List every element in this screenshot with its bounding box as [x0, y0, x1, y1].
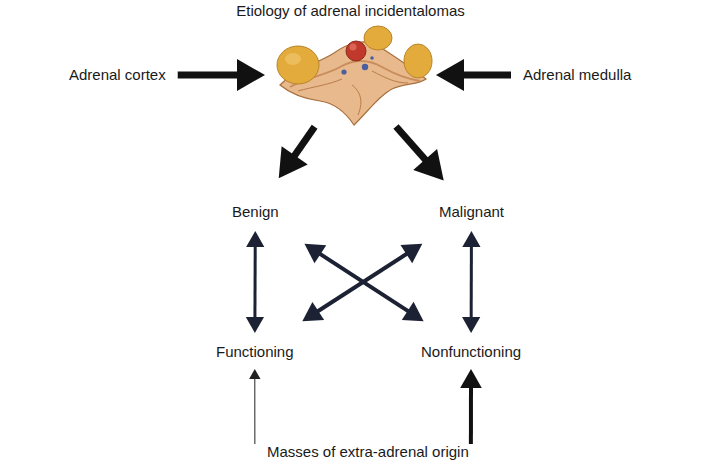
arrow-head: [462, 317, 480, 333]
arrow-shaft: [469, 387, 473, 444]
double-arrow: [302, 244, 422, 322]
arrow-connector: [279, 127, 315, 179]
arrow-head: [302, 302, 324, 321]
arrow-head: [462, 231, 480, 247]
arrow-connector: [178, 59, 265, 91]
arrow-connector: [436, 59, 511, 91]
arrow-connector: [460, 369, 482, 444]
diagram-heading: Etiology of adrenal incidentalomas: [236, 2, 464, 20]
arrow-connector: [249, 369, 260, 444]
double-arrow: [462, 231, 480, 333]
arrow-shaft: [317, 254, 407, 312]
arrow-head: [279, 146, 308, 178]
arrow-head: [304, 244, 326, 263]
category-label: Functioning: [216, 343, 294, 361]
source-label: Adrenal medulla: [523, 66, 631, 84]
arrow-head: [402, 302, 424, 321]
arrow-head: [400, 244, 422, 263]
arrow-head: [237, 59, 265, 91]
node-text: Masses of extra-adrenal origin: [267, 443, 469, 461]
arrow-shaft: [253, 246, 256, 318]
arrow-shaft: [254, 378, 255, 444]
source-label: Masses of extra-adrenal origin: [267, 443, 469, 461]
arrow-head: [460, 369, 482, 388]
node-text: Malignant: [439, 203, 504, 221]
arrow-connector: [396, 126, 444, 180]
node-text: Nonfunctioning: [421, 343, 521, 361]
node-text: Benign: [232, 203, 279, 221]
arrow-shaft: [178, 72, 238, 79]
arrow-head: [413, 149, 443, 181]
arrow-shaft: [294, 127, 315, 157]
arrow-shaft: [396, 126, 426, 160]
arrow-head: [249, 369, 260, 379]
node-text: Adrenal cortex: [69, 66, 166, 84]
adrenal-gland-illustration: [268, 25, 433, 125]
source-label: Adrenal cortex: [69, 66, 166, 84]
category-label: Benign: [232, 203, 279, 221]
arrow-shaft: [470, 246, 473, 318]
double-arrow: [304, 244, 423, 321]
category-label: Malignant: [439, 203, 504, 221]
arrow-head: [246, 231, 264, 247]
arrow-head: [436, 59, 464, 91]
double-arrow: [246, 231, 264, 333]
node-text: Functioning: [216, 343, 294, 361]
arrow-shaft: [463, 72, 511, 79]
arrow-head: [246, 317, 264, 333]
adrenal-gland-node: Etiology of adrenal incidentalomas: [268, 25, 433, 125]
node-text: Adrenal medulla: [523, 66, 631, 84]
category-label: Nonfunctioning: [421, 343, 521, 361]
